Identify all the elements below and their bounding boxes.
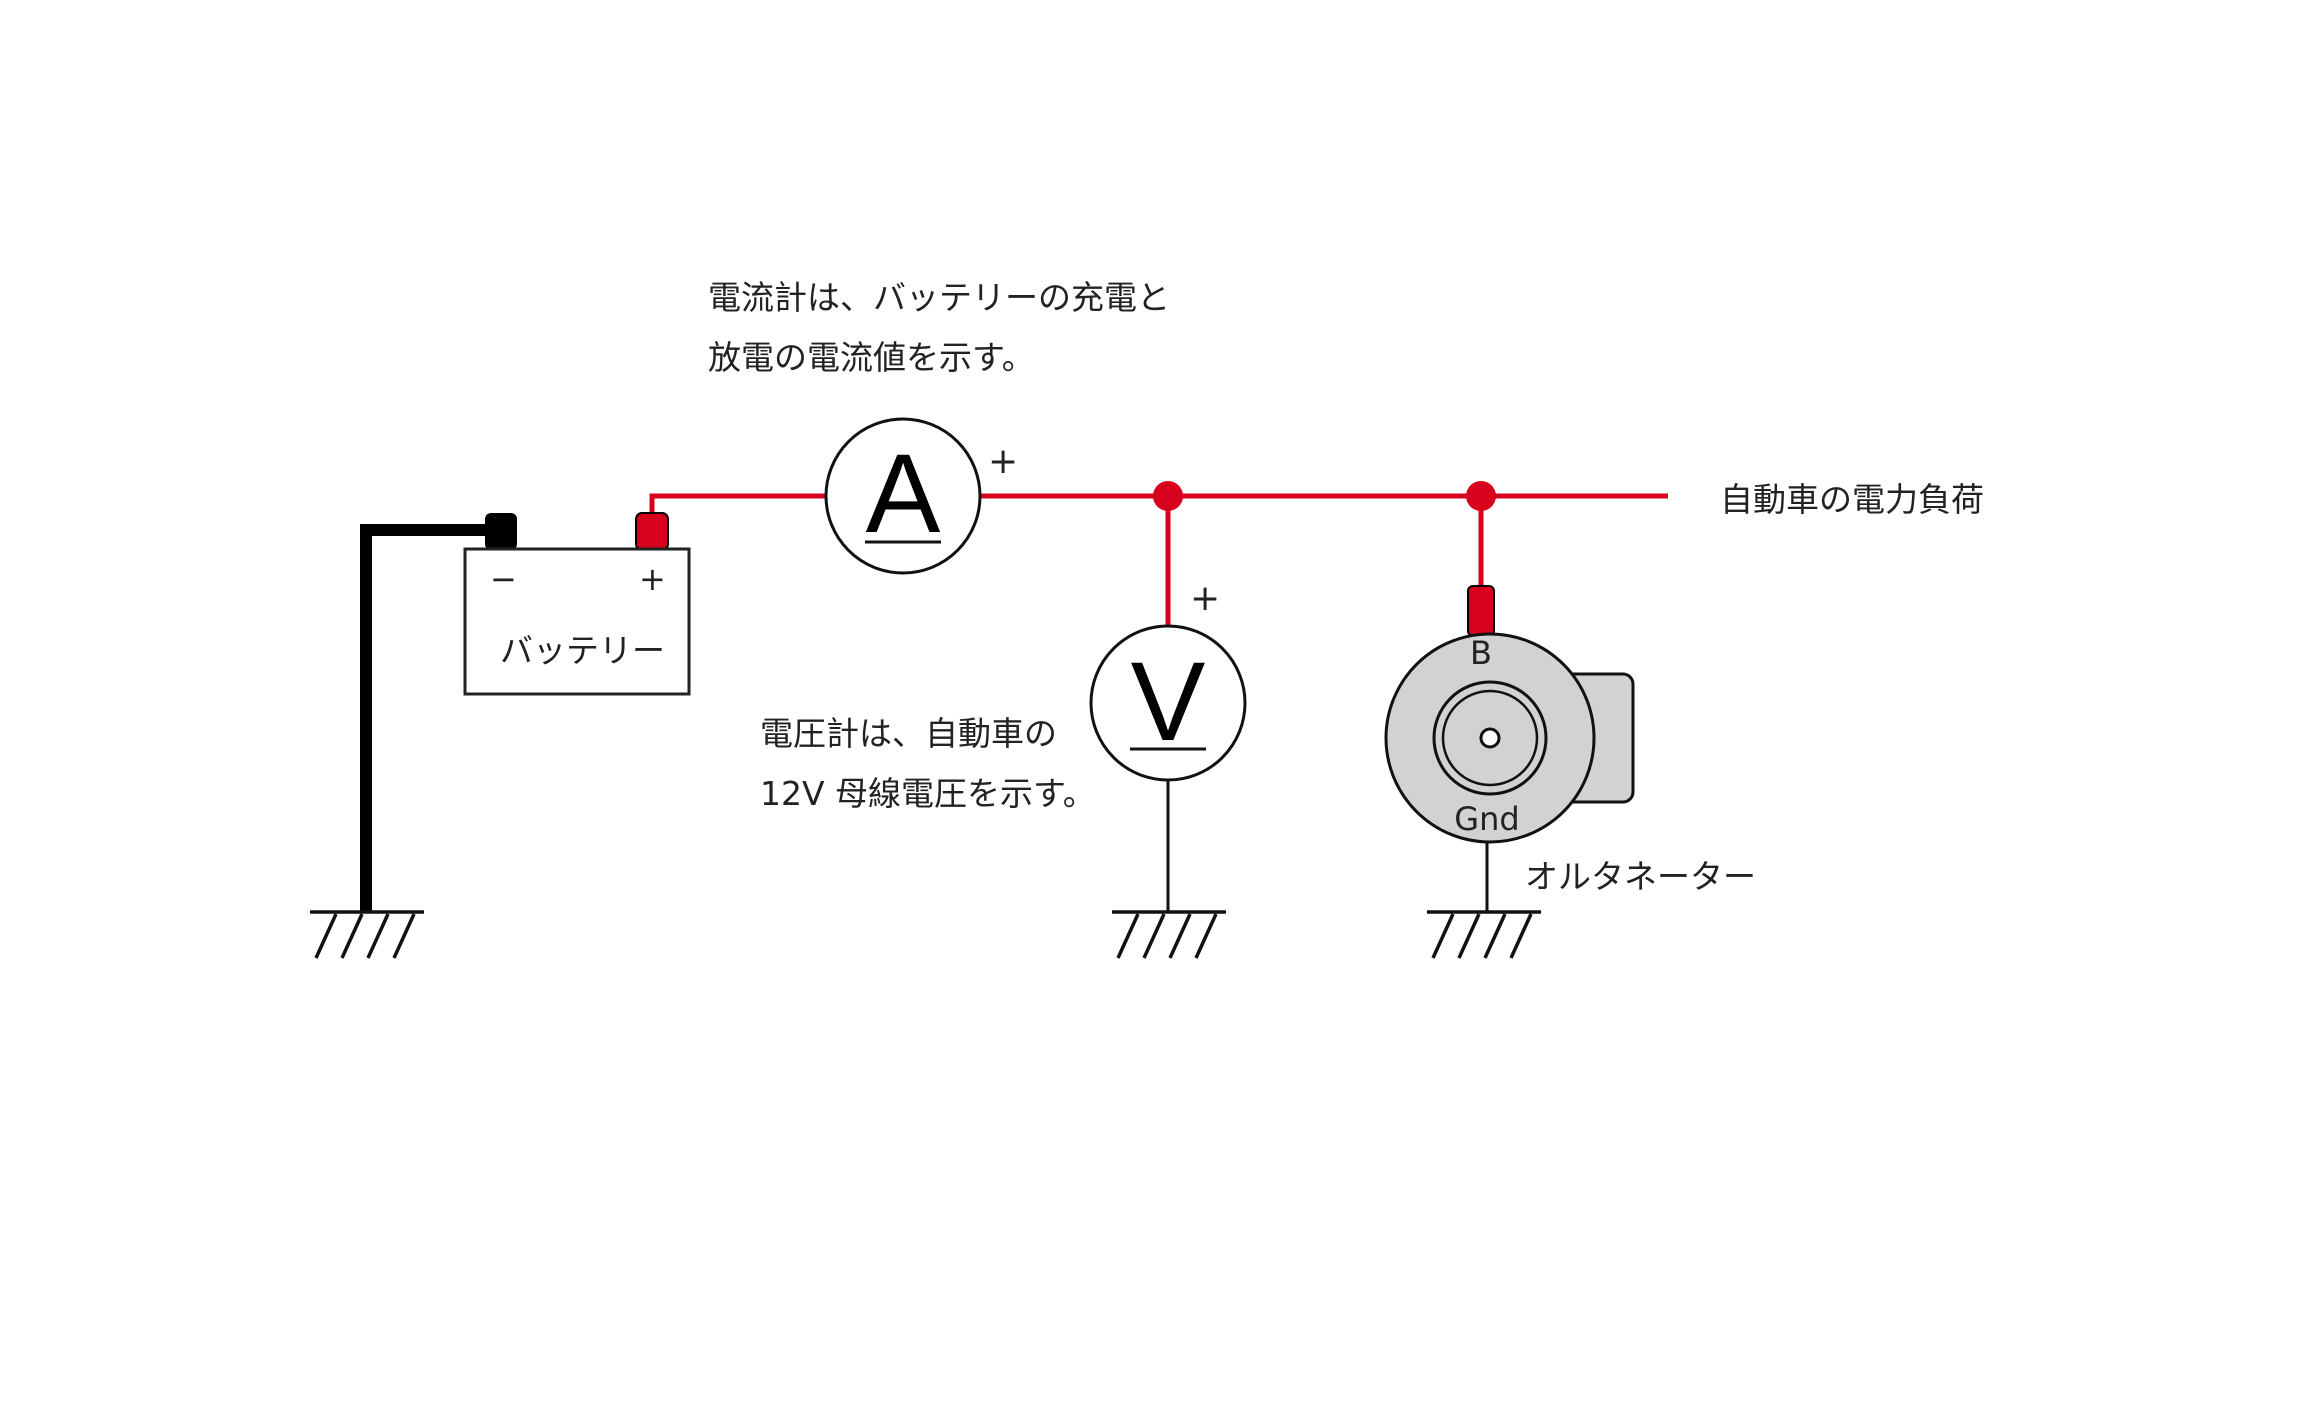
- ammeter-note-line2: 放電の電流値を示す。: [708, 338, 1035, 377]
- ammeter-letter: A: [866, 431, 941, 556]
- positive-wire-battery-to-ammeter: [649, 493, 826, 525]
- battery-body: [463, 547, 691, 696]
- voltmeter-note-line1: 電圧計は、自動車の: [760, 714, 1057, 753]
- battery-ground-lead: [360, 524, 498, 912]
- ammeter-note-line1: 電流計は、バッテリーの充電と: [708, 278, 1170, 317]
- junction-dot-alternator: [1466, 481, 1496, 511]
- ground-symbol-voltmeter: [1112, 910, 1226, 959]
- alternator-b-label: B: [1470, 634, 1492, 672]
- alternator-pulley-ring: [1441, 689, 1539, 787]
- battery-negative-terminal: [485, 513, 517, 550]
- battery-negative-sign: −: [490, 560, 517, 598]
- voltmeter: V +: [1089, 578, 1247, 912]
- alternator-gnd-label: Gnd: [1454, 800, 1519, 838]
- ground-symbol-alternator: [1427, 910, 1541, 959]
- alternator-b-terminal: [1467, 585, 1495, 637]
- load-label: 自動車の電力負荷: [1720, 480, 1984, 519]
- battery-label: バッテリー: [500, 631, 665, 670]
- battery-positive-sign: +: [639, 560, 666, 598]
- alternator: B Gnd: [1384, 585, 1635, 912]
- voltmeter-letter: V: [1131, 639, 1206, 764]
- junction-dot-voltmeter: [1153, 481, 1183, 511]
- alternator-shaft: [1479, 727, 1501, 749]
- alternator-label: オルタネーター: [1525, 857, 1756, 896]
- battery: − + バッテリー: [463, 512, 691, 696]
- battery-positive-terminal: [635, 512, 669, 551]
- ammeter-plus-sign: +: [988, 441, 1018, 482]
- voltmeter-note-line2: 12V 母線電圧を示す。: [760, 774, 1096, 813]
- ammeter: A +: [824, 417, 1018, 575]
- voltmeter-plus-sign: +: [1190, 578, 1220, 619]
- ground-symbol-battery: [310, 910, 424, 959]
- ammeter-circle: [824, 417, 982, 575]
